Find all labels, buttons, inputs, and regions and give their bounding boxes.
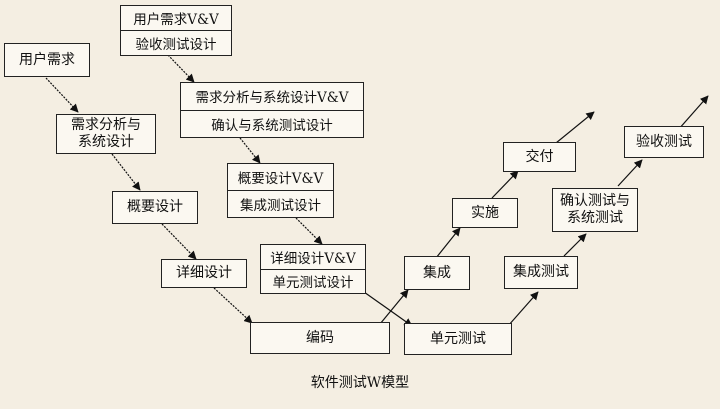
- arrow-req-to-analysis: [45, 77, 79, 113]
- analysis-vv-label: 需求分析与系统设计V&V: [195, 90, 349, 107]
- arrow-integration-to-implementation: [435, 227, 461, 259]
- arrow-implementation-to-delivery: [491, 170, 519, 199]
- delivery-box: 交付: [503, 142, 576, 172]
- analysis-design-box: 需求分析与 系统设计: [56, 114, 156, 154]
- implementation-box: 实施: [452, 198, 518, 228]
- arrow-acceptance-out: [677, 95, 709, 131]
- arrow-coding-to-integration: [379, 289, 409, 325]
- unit-design-label: 单元测试设计: [261, 268, 365, 294]
- arrow-accept-to-analysis-vv: [167, 54, 195, 83]
- delivery-label: 交付: [525, 148, 554, 165]
- unit-test-label: 单元测试: [430, 330, 486, 347]
- high-level-design-box: 概要设计: [112, 191, 198, 224]
- arrow-unitdesign-to-unittest: [363, 291, 413, 327]
- coding-label: 编码: [306, 329, 334, 346]
- analysis-design-line1: 需求分析与: [71, 117, 141, 133]
- arrow-detailed-to-coding: [213, 287, 253, 324]
- arrow-confirm-to-acceptance: [617, 159, 643, 187]
- analysis-design-line2: 系统设计: [78, 134, 134, 150]
- arrow-delivery-out: [555, 111, 595, 144]
- acceptance-design-label: 验收测试设计: [121, 30, 231, 55]
- integration-design-label: 集成测试设计: [228, 190, 333, 217]
- integration-test-box: 集成测试: [504, 256, 578, 289]
- unit-test-box: 单元测试: [404, 323, 512, 355]
- user-requirements-label: 用户需求: [19, 51, 75, 68]
- detailed-design-label: 详细设计: [176, 265, 232, 281]
- integration-box: 集成: [404, 256, 470, 290]
- acceptance-test-label: 验收测试: [636, 133, 692, 150]
- implementation-label: 实施: [471, 204, 499, 221]
- confirm-system-test-box: 确认测试与 系统测试: [552, 188, 638, 232]
- requirements-vv-label: 用户需求V&V: [133, 12, 219, 28]
- system-plan-box: 需求分析与系统设计V&V 确认与系统测试设计: [180, 82, 364, 138]
- arrow-analysis-vv-to-highlevel-vv: [239, 137, 261, 164]
- acceptance-test-box: 验收测试: [624, 126, 704, 158]
- detailed-design-box: 详细设计: [161, 259, 247, 288]
- confirm-system-test-text: 确认测试与 系统测试: [560, 193, 630, 227]
- arrow-integrationtest-to-confirm: [563, 233, 587, 257]
- unit-plan-box: 详细设计V&V 单元测试设计: [260, 244, 366, 294]
- arrow-highlevel-to-detailed: [161, 223, 197, 260]
- diagram-caption: 软件测试W模型: [310, 375, 410, 391]
- integration-plan-box: 概要设计V&V 集成测试设计: [227, 163, 334, 218]
- arrow-analysis-to-highlevel: [111, 153, 141, 191]
- analysis-design-text: 需求分析与 系统设计: [71, 117, 141, 151]
- coding-box: 编码: [250, 322, 390, 354]
- user-requirements-box: 用户需求: [4, 43, 90, 77]
- detailed-vv-label: 详细设计V&V: [270, 250, 356, 267]
- arrow-unittest-to-integrationtest: [507, 291, 539, 327]
- confirm-system-design-label: 确认与系统测试设计: [181, 109, 363, 138]
- arrow-highlevel-vv-to-detailed-vv: [295, 217, 323, 245]
- confirm-test-line2: 系统测试: [567, 210, 623, 226]
- acceptance-plan-box: 用户需求V&V 验收测试设计: [120, 5, 232, 56]
- confirm-test-line1: 确认测试与: [560, 193, 630, 209]
- integration-test-label: 集成测试: [513, 264, 569, 280]
- high-level-design-label: 概要设计: [127, 199, 183, 215]
- high-level-vv-label: 概要设计V&V: [237, 171, 324, 187]
- integration-label: 集成: [423, 264, 451, 281]
